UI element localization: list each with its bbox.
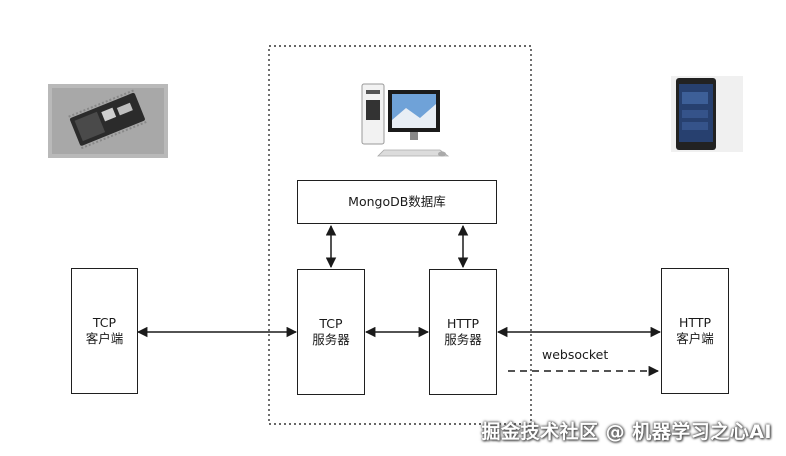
smartphone-icon (671, 76, 743, 152)
http-client-box: HTTP 客户端 (661, 268, 729, 394)
http-server-line1: HTTP (447, 316, 479, 331)
server-boundary (268, 45, 532, 425)
tcp-client-line1: TCP (92, 315, 117, 330)
desktop-computer-icon (361, 83, 450, 157)
tcp-server-box: TCP 服务器 (297, 269, 365, 395)
tcp-client-box: TCP 客户端 (71, 268, 138, 394)
tcp-server-line1: TCP (319, 316, 343, 331)
http-client-line2: 客户端 (676, 331, 714, 346)
tcp-server-line2: 服务器 (312, 332, 350, 347)
database-label: MongoDB数据库 (348, 194, 446, 209)
http-client-line1: HTTP (679, 315, 711, 330)
http-server-line2: 服务器 (444, 332, 482, 347)
watermark: 掘金技术社区 @ 机器学习之心AI (481, 421, 772, 443)
board-photo-icon (48, 84, 168, 158)
http-server-box: HTTP 服务器 (429, 269, 497, 395)
websocket-label: websocket (542, 347, 609, 362)
database-box: MongoDB数据库 (297, 180, 497, 224)
tcp-client-line2: 客户端 (85, 331, 124, 346)
